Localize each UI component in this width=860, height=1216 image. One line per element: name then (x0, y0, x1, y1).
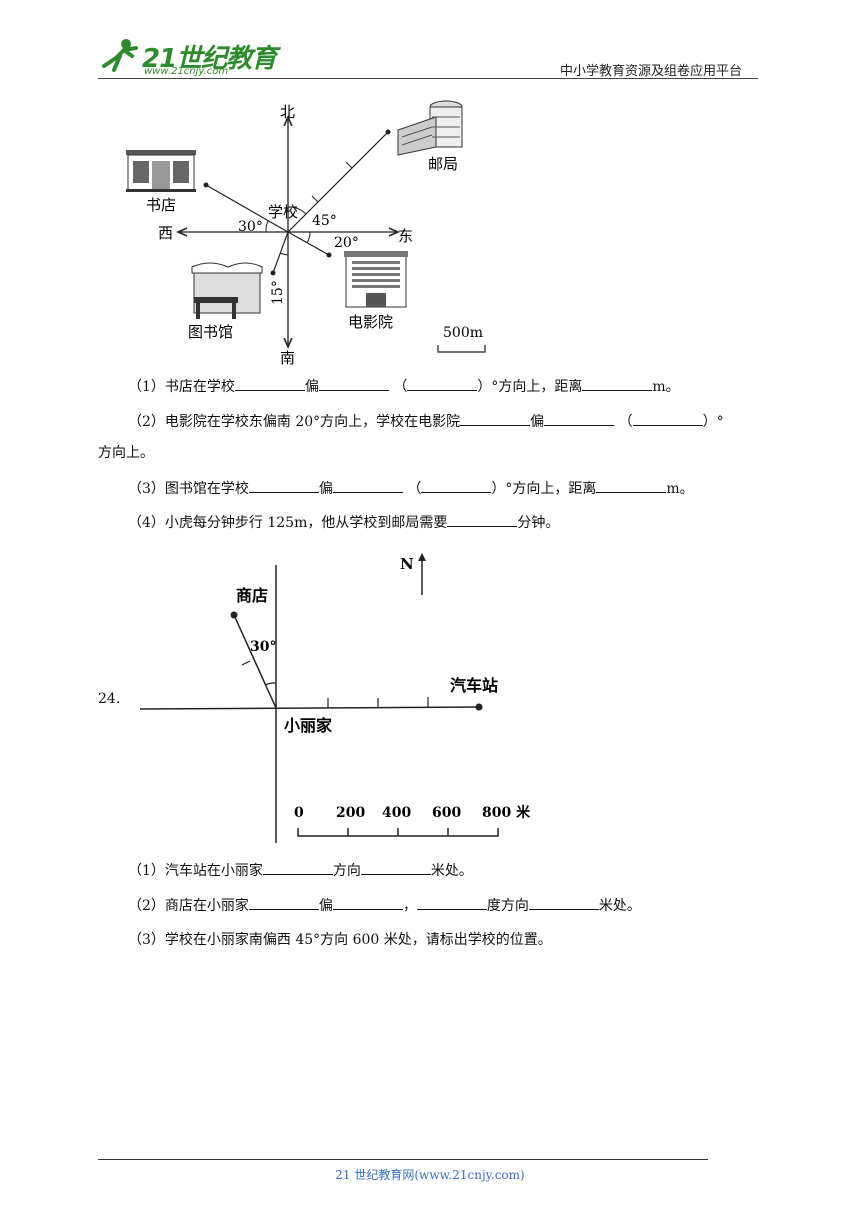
scale-bar (437, 345, 486, 353)
ray-cinema (287, 231, 330, 256)
arc-45 (287, 206, 307, 215)
direction-diagram: 北 南 东 西 学校 30° 45° 20° 15° 书店 邮局 (126, 100, 486, 367)
arc-20 (306, 231, 311, 244)
tick-mark (311, 195, 319, 203)
scale-label: 600 (432, 805, 461, 821)
answer-blank[interactable] (248, 478, 319, 493)
tick-mark (241, 660, 251, 666)
answer-blank[interactable] (318, 376, 389, 391)
horizontal-axis (139, 706, 481, 710)
label-cinema: 电影院 (348, 313, 393, 331)
ray-post-office (287, 131, 389, 233)
answer-blank[interactable] (332, 895, 403, 910)
answer-blank[interactable] (421, 478, 492, 493)
library-icon (191, 262, 263, 319)
label-bus-station: 汽车站 (450, 676, 498, 695)
point-shop (230, 611, 238, 619)
scale-label: 800 米 (482, 804, 531, 821)
answer-blank[interactable] (528, 895, 599, 910)
label-bookstore: 书店 (146, 196, 176, 214)
answer-blank[interactable] (262, 860, 333, 875)
label-home: 小丽家 (284, 716, 333, 735)
point-post-office (385, 129, 391, 135)
bookstore-icon (126, 150, 196, 192)
answer-blank[interactable] (416, 895, 487, 910)
question-2-2: （2）商店在小丽家偏，度方向米处。 (128, 895, 641, 916)
arc-30 (264, 682, 277, 686)
label-north: 北 (280, 103, 295, 121)
answer-blank[interactable] (596, 478, 667, 493)
scale-label: 400 (382, 805, 411, 821)
label-east: 东 (398, 227, 413, 245)
answer-blank[interactable] (632, 411, 703, 426)
label-library: 图书馆 (188, 323, 233, 341)
answer-blank[interactable] (582, 376, 653, 391)
point-cinema (326, 252, 332, 258)
arc-30 (265, 220, 269, 233)
label-shop: 商店 (236, 586, 268, 605)
answer-blank[interactable] (332, 478, 403, 493)
problem-number: 24. (98, 691, 121, 707)
question-1-2-cont: 方向上。 (98, 445, 154, 461)
question-1-4: （4）小虎每分钟步行 125m，他从学校到邮局需要分钟。 (128, 512, 559, 533)
label-angle-30: 30° (238, 219, 263, 235)
post-office-icon (397, 100, 463, 156)
answer-blank[interactable] (460, 411, 531, 426)
ray-shop (233, 614, 277, 709)
answer-blank[interactable] (447, 512, 518, 527)
point-library (270, 270, 276, 276)
label-post-office: 邮局 (428, 155, 458, 173)
answer-blank[interactable] (248, 895, 319, 910)
label-scale: 500m (443, 325, 483, 341)
header-platform: 中小学教育资源及组卷应用平台 (560, 64, 743, 79)
logo (96, 36, 140, 76)
label-angle-20: 20° (334, 235, 359, 251)
cinema-icon (344, 251, 408, 308)
label-angle-45: 45° (312, 213, 337, 229)
footer-divider (98, 1159, 708, 1160)
map-diagram: N 商店 30° 汽车站 小丽家 0 200 400 600 800 米 (139, 553, 531, 843)
label-west: 西 (158, 224, 173, 242)
scale-label: 200 (336, 805, 365, 821)
answer-blank[interactable] (544, 411, 615, 426)
answer-blank[interactable] (407, 376, 478, 391)
label-north: N (400, 555, 414, 573)
ray-library (272, 231, 289, 274)
label-angle: 30° (250, 639, 276, 655)
label-angle-15: 15° (270, 280, 286, 305)
label-school: 学校 (268, 203, 298, 221)
arc-15 (279, 252, 289, 256)
question-2-3: （3）学校在小丽家南偏西 45°方向 600 米处，请标出学校的位置。 (128, 932, 552, 948)
tick-mark (345, 161, 353, 169)
ray-bookstore (205, 184, 289, 233)
scale-label: 0 (294, 805, 304, 821)
logo-text: 21世纪教育 (142, 44, 277, 74)
point-bus-station (475, 703, 483, 711)
point-bookstore (203, 182, 209, 188)
scale-bar (297, 828, 499, 837)
runner-logo-icon (102, 39, 138, 72)
label-south: 南 (280, 349, 295, 367)
answer-blank[interactable] (360, 860, 431, 875)
question-1-2: （2）电影院在学校东偏南 20°方向上，学校在电影院偏 （）° (128, 411, 724, 432)
question-2-1: （1）汽车站在小丽家方向米处。 (128, 860, 473, 881)
header-divider (98, 78, 758, 79)
logo-url: www.21cnjy.com (144, 66, 229, 77)
answer-blank[interactable] (234, 376, 305, 391)
footer-text[interactable]: 21 世纪教育网(www.21cnjy.com) (335, 1168, 525, 1182)
